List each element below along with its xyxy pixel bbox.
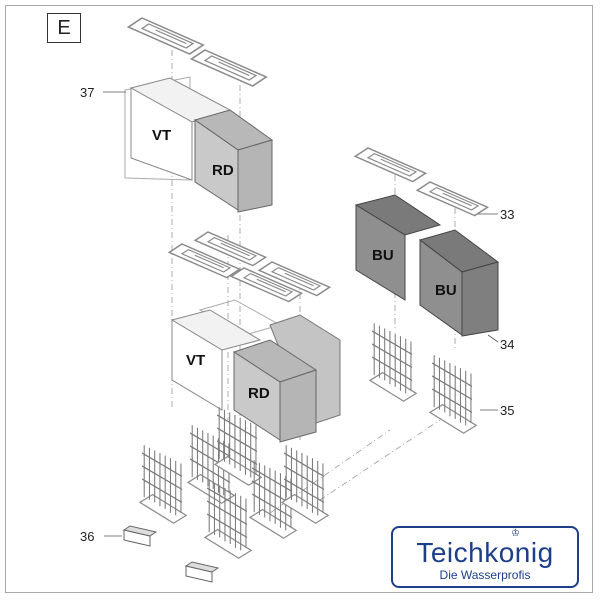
section-letter: E [47,13,81,43]
electrode-bottom-1 [139,444,187,524]
logo-tagline: Die Wasserprofis [439,568,531,582]
rd-box-top [193,109,274,213]
label-vt-top: VT [152,127,171,144]
logo-brand-name: Teichkonig [416,537,554,568]
brand-logo: ♔ Teichkonig Die Wasserprofis [391,526,579,588]
tray-right-front [416,181,489,217]
clip-part-36-a [122,525,158,547]
label-bu-front: BU [435,282,457,299]
tray-right-back [354,147,427,183]
tray-top-left [127,17,205,55]
label-rd-mid: RD [248,385,270,402]
label-bu-back: BU [372,247,394,264]
callout-leaders [103,91,499,537]
electrode-right-front [429,354,477,434]
crown-icon: ♔ [511,528,520,539]
bu-box-front [418,229,500,337]
vt-box-top [129,77,232,181]
tray-top-right [190,49,268,87]
callout-35: 35 [500,403,514,418]
vt-box-mid [170,309,262,411]
label-rd-top: RD [212,162,234,179]
electrode-bottom-5 [281,444,329,524]
callout-36: 36 [80,529,94,544]
bu-box-back [354,194,442,301]
rd-box-mid [232,339,318,443]
electrode-right-back [369,322,417,402]
label-vt-mid: VT [186,352,205,369]
callout-37: 37 [80,85,94,100]
callout-33: 33 [500,207,514,222]
clip-part-36-b [184,561,220,583]
page-frame [5,5,593,593]
callout-34: 34 [500,337,514,352]
